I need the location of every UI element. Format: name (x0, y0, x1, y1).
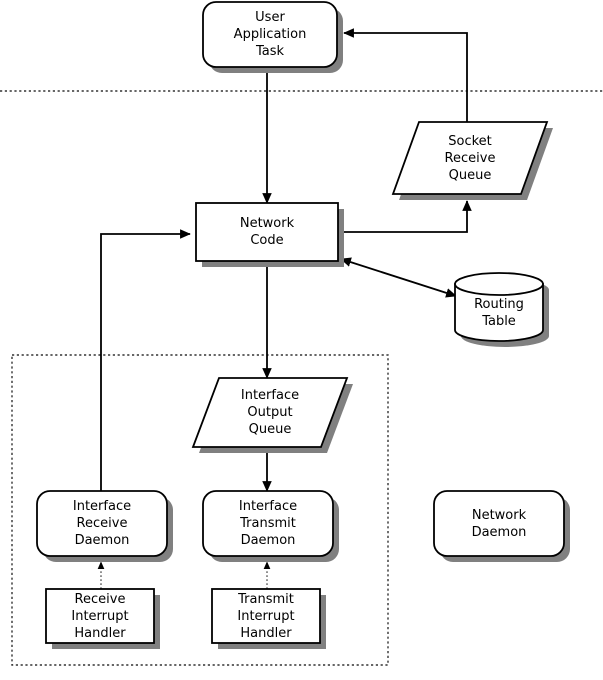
edge-socket-queue-to-user-app (343, 28, 468, 122)
node-transmit-interrupt-handler-shape[interactable] (211, 588, 326, 649)
edge-network-code-to-socket-queue (338, 200, 472, 233)
node-network-code-shape[interactable] (195, 202, 344, 267)
node-interface-transmit-daemon-shape[interactable] (202, 490, 339, 562)
node-user-application-task-shape[interactable] (202, 1, 343, 73)
node-receive-interrupt-handler-shape[interactable] (45, 588, 160, 649)
edge-network-code-routing-table (340, 257, 457, 298)
node-interface-receive-daemon-shape[interactable] (36, 490, 173, 562)
node-network-daemon-shape[interactable] (433, 490, 570, 562)
node-interface-output-queue-shape[interactable] (191, 377, 353, 453)
node-socket-receive-queue-shape[interactable] (391, 121, 553, 200)
edge-receive-daemon-to-network-code (100, 229, 191, 492)
node-routing-table-shape[interactable] (454, 272, 549, 347)
network-daemon-group-boundary (11, 354, 389, 666)
